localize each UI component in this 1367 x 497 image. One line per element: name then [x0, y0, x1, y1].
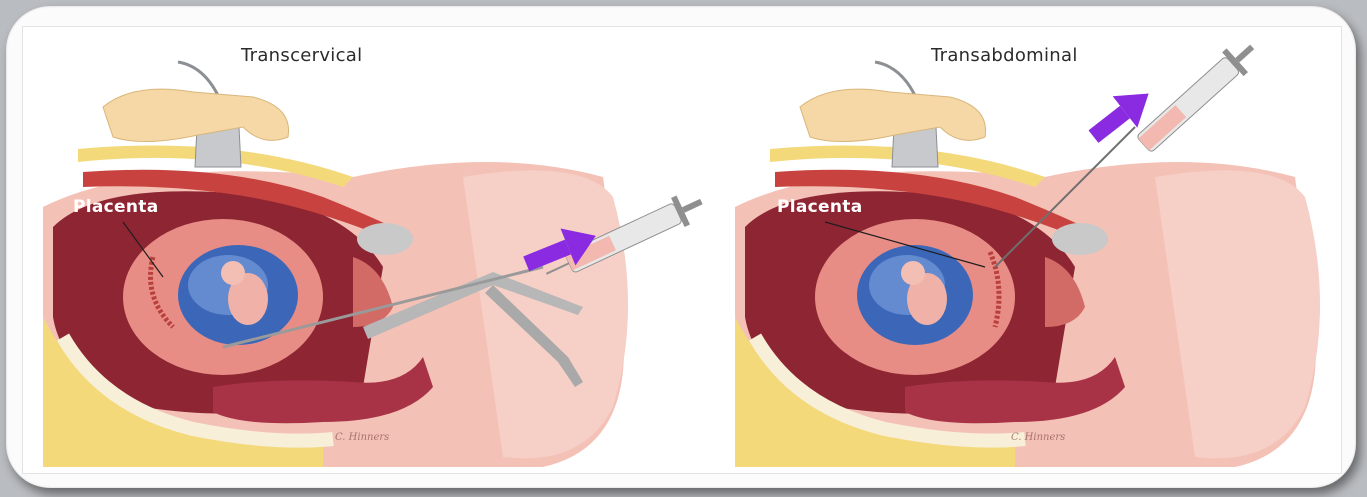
figure-canvas: Transcervical Placenta C. Hinners — [22, 26, 1342, 474]
artist-signature: C. Hinners — [1011, 432, 1065, 443]
placenta-label: Placenta — [777, 197, 862, 217]
transcervical-illustration — [23, 27, 703, 473]
bladder — [357, 223, 413, 255]
bladder — [1052, 223, 1108, 255]
fetus-head — [901, 261, 925, 285]
panel-transcervical: Transcervical Placenta C. Hinners — [23, 27, 703, 473]
hand — [103, 89, 289, 141]
placenta-label: Placenta — [73, 197, 158, 217]
artist-signature: C. Hinners — [335, 432, 389, 443]
panel-title: Transabdominal — [931, 45, 1078, 66]
figure-frame: Transcervical Placenta C. Hinners — [6, 6, 1356, 488]
fetus-head — [221, 261, 245, 285]
transabdominal-illustration — [695, 27, 1367, 473]
panel-title: Transcervical — [241, 45, 362, 66]
syringe — [1133, 35, 1263, 156]
panel-transabdominal: Transabdominal Placenta C. Hinners — [695, 27, 1367, 473]
hand — [800, 89, 986, 141]
